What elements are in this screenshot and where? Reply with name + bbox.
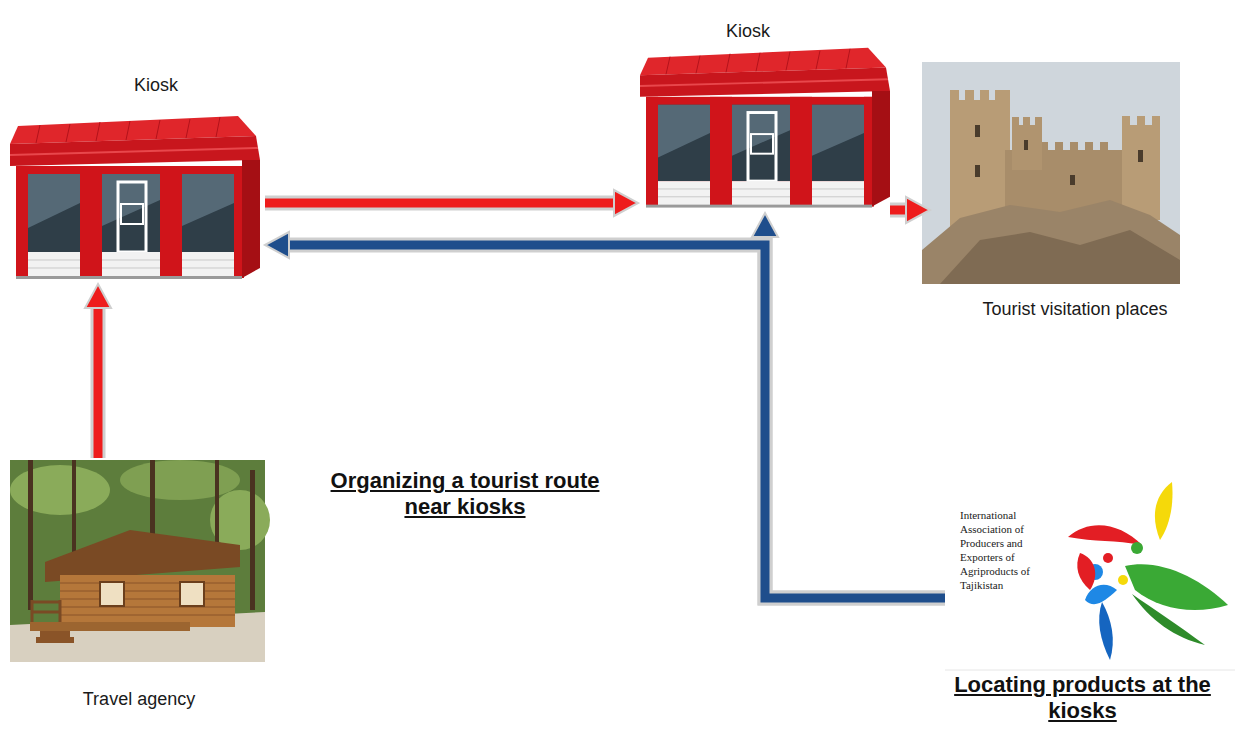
kiosk-picture	[640, 48, 890, 208]
travel-agency-picture	[10, 460, 270, 662]
node-caption: Kiosk	[88, 74, 224, 96]
node-caption: Travel agency	[8, 688, 270, 710]
kiosk-picture	[10, 116, 260, 279]
flow-arrow	[752, 213, 945, 598]
flow-arrow	[265, 190, 638, 216]
castle-picture	[922, 62, 1180, 284]
agency-node: Travel agency	[8, 458, 272, 716]
products-note: Locating products at the kiosks	[940, 672, 1225, 724]
flow-arrow	[265, 232, 945, 598]
kiosk-node: Kiosk	[638, 18, 890, 213]
destination-node: Tourist visitation places	[930, 60, 1222, 326]
node-caption: International Association of Producers a…	[960, 508, 1060, 592]
kiosk-node: Kiosk	[8, 72, 265, 284]
route-note: Organizing a tourist route near kiosks	[305, 468, 625, 520]
flow-arrow	[85, 284, 111, 458]
node-caption: Kiosk	[698, 20, 798, 42]
node-caption: Tourist visitation places	[930, 298, 1220, 320]
association-logo	[945, 482, 1235, 670]
association-node: International Association of Producers a…	[945, 462, 1235, 670]
flow-arrow	[890, 197, 930, 223]
